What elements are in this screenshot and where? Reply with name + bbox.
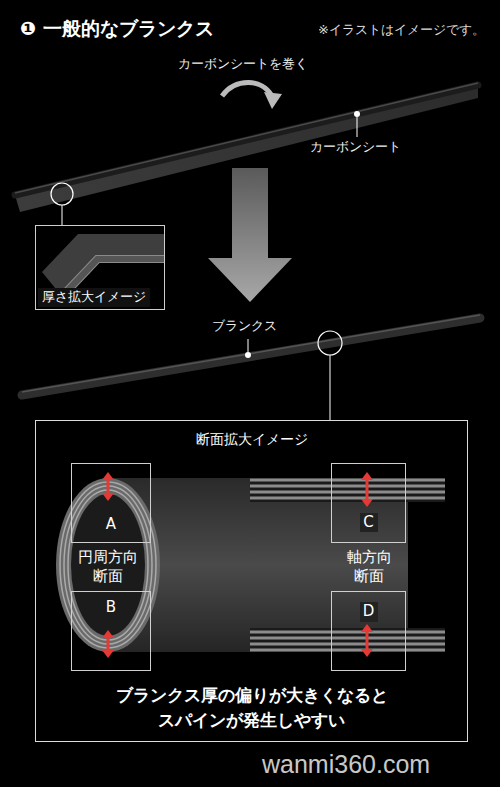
blanks-cross-section — [56, 478, 462, 652]
leader-line — [62, 205, 63, 225]
down-arrow — [208, 168, 292, 302]
thickness-arrows — [102, 472, 373, 658]
blanks-rod — [22, 315, 480, 395]
roll-arrow — [222, 83, 282, 110]
action-label: カーボンシートを巻く — [178, 56, 308, 73]
section-marker-box: A — [71, 463, 151, 543]
leader-line — [357, 117, 358, 137]
inset-box: 厚さ拡大イメージ — [35, 225, 165, 310]
part-label: カーボンシート — [310, 139, 401, 156]
section-label: 軸方向 断面 — [334, 548, 404, 586]
magnifier-circle — [318, 331, 342, 355]
section-letter: A — [72, 515, 150, 535]
section-label: 円周方向 断面 — [73, 548, 143, 586]
panel-title: 断面拡大イメージ — [36, 430, 467, 448]
note-text: ※イラストはイメージです。 — [318, 22, 485, 39]
diagram-title: ❶ 一般的なブランクス — [20, 16, 214, 41]
section-marker-box: C — [331, 463, 406, 543]
inset-caption: 厚さ拡大イメージ — [38, 288, 150, 307]
leader-dot — [354, 111, 360, 117]
leader-dot — [245, 352, 251, 358]
panel-caption: ブランクス厚の偏りが大きくなると スパインが発生しやすい — [92, 683, 412, 732]
section-letter: B — [72, 598, 150, 618]
watermark: wanmi360.com — [262, 748, 430, 781]
magnifier-circle — [51, 183, 73, 205]
leader-line — [248, 339, 249, 352]
section-marker-box: B — [71, 591, 151, 671]
section-marker-box: D — [331, 591, 406, 671]
part-label: ブランクス — [212, 318, 277, 335]
section-letter: C — [360, 513, 378, 533]
section-letter: D — [360, 602, 378, 622]
leader-line — [330, 355, 331, 420]
